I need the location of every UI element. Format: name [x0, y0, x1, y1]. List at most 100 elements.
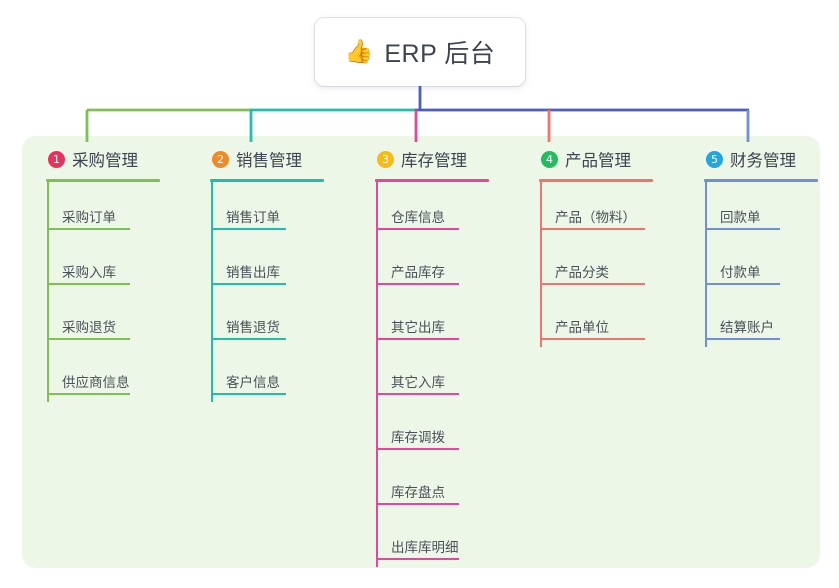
branch-title: 销售管理 [236, 152, 302, 170]
leaf-underline [706, 338, 780, 340]
leaf-spine [47, 292, 49, 347]
leaf-label: 其它出库 [391, 320, 445, 335]
leaf-underline [541, 228, 645, 230]
leaf-spine [211, 292, 213, 347]
branch-leaf-list: 回款单付款单结算账户 [692, 182, 839, 347]
leaf-label: 产品单位 [555, 320, 609, 335]
leaf-item[interactable]: 库存调拨 [363, 402, 523, 457]
branch-number-badge: 2 [212, 150, 229, 168]
leaf-label: 采购订单 [62, 210, 116, 225]
leaf-spine [540, 237, 542, 292]
leaf-underline [541, 283, 645, 285]
leaf-item[interactable]: 仓库信息 [363, 182, 523, 237]
leaf-label: 销售退货 [226, 320, 280, 335]
leaf-underline [377, 283, 459, 285]
leaf-label: 客户信息 [226, 375, 280, 390]
branch-number-badge: 3 [377, 150, 394, 168]
leaf-spine [376, 512, 378, 567]
branch-leaf-list: 仓库信息产品库存其它出库其它入库库存调拨库存盘点出库库明细 [363, 182, 523, 567]
leaf-label: 仓库信息 [391, 210, 445, 225]
branch-header-1[interactable]: 1 采购管理 [34, 146, 194, 172]
root-node[interactable]: 👍 ERP 后台 [315, 18, 525, 86]
leaf-item[interactable]: 销售出库 [198, 237, 358, 292]
leaf-item[interactable]: 回款单 [692, 182, 839, 237]
leaf-spine [47, 182, 49, 237]
leaf-label: 采购入库 [62, 265, 116, 280]
branch-underline [539, 179, 653, 182]
leaf-spine [211, 347, 213, 402]
leaf-item[interactable]: 产品库存 [363, 237, 523, 292]
leaf-spine [376, 347, 378, 402]
root-node-title: ERP 后台 [384, 40, 496, 68]
leaf-spine [376, 182, 378, 237]
leaf-label: 结算账户 [720, 320, 774, 335]
leaf-label: 付款单 [720, 265, 761, 280]
leaf-underline [212, 338, 286, 340]
leaf-underline [212, 228, 286, 230]
leaf-item[interactable]: 客户信息 [198, 347, 358, 402]
leaf-label: 供应商信息 [62, 375, 130, 390]
branches-panel [22, 136, 820, 568]
leaf-spine [376, 292, 378, 347]
leaf-underline [212, 283, 286, 285]
leaf-item[interactable]: 采购入库 [34, 237, 194, 292]
leaf-item[interactable]: 出库库明细 [363, 512, 523, 567]
thumbs-up-icon: 👍 [344, 38, 374, 65]
leaf-item[interactable]: 采购订单 [34, 182, 194, 237]
leaf-underline [541, 338, 645, 340]
leaf-underline [377, 393, 459, 395]
leaf-item[interactable]: 其它入库 [363, 347, 523, 402]
leaf-item[interactable]: 其它出库 [363, 292, 523, 347]
leaf-label: 产品库存 [391, 265, 445, 280]
branch-title: 采购管理 [72, 152, 138, 170]
leaf-underline [48, 393, 130, 395]
leaf-underline [48, 228, 130, 230]
leaf-underline [377, 338, 459, 340]
leaf-underline [706, 283, 780, 285]
branch-underline [704, 179, 818, 182]
leaf-spine [540, 292, 542, 347]
leaf-item[interactable]: 产品（物料） [527, 182, 687, 237]
branch-number-badge: 1 [48, 150, 65, 168]
leaf-spine [376, 457, 378, 512]
leaf-label: 库存调拨 [391, 430, 445, 445]
leaf-spine [376, 402, 378, 457]
leaf-label: 产品（物料） [555, 210, 636, 225]
branch-header-2[interactable]: 2 销售管理 [198, 146, 358, 172]
leaf-underline [377, 558, 459, 560]
branch-underline [210, 179, 324, 182]
leaf-item[interactable]: 产品分类 [527, 237, 687, 292]
leaf-item[interactable]: 付款单 [692, 237, 839, 292]
branch-title: 库存管理 [401, 152, 467, 170]
branch-leaf-list: 采购订单采购入库采购退货供应商信息 [34, 182, 194, 402]
leaf-item[interactable]: 供应商信息 [34, 347, 194, 402]
leaf-spine [376, 237, 378, 292]
leaf-item[interactable]: 销售订单 [198, 182, 358, 237]
leaf-underline [48, 283, 130, 285]
leaf-label: 出库库明细 [391, 540, 459, 555]
leaf-underline [377, 503, 459, 505]
branch-leaf-list: 产品（物料） 产品分类产品单位 [527, 182, 687, 347]
leaf-item[interactable]: 销售退货 [198, 292, 358, 347]
leaf-spine [47, 347, 49, 402]
leaf-underline [48, 338, 130, 340]
leaf-item[interactable]: 结算账户 [692, 292, 839, 347]
leaf-spine [47, 237, 49, 292]
branch-number-badge: 5 [706, 150, 723, 168]
leaf-label: 其它入库 [391, 375, 445, 390]
branch-underline [375, 179, 489, 182]
branch-header-3[interactable]: 3 库存管理 [363, 146, 523, 172]
branch-column-1: 1 采购管理采购订单采购入库采购退货供应商信息 [34, 146, 194, 402]
leaf-item[interactable]: 产品单位 [527, 292, 687, 347]
leaf-spine [211, 182, 213, 237]
branch-column-2: 2 销售管理销售订单销售出库销售退货客户信息 [198, 146, 358, 402]
branch-column-3: 3 库存管理仓库信息产品库存其它出库其它入库库存调拨库存盘点出库库明细 [363, 146, 523, 567]
leaf-item[interactable]: 库存盘点 [363, 457, 523, 512]
leaf-item[interactable]: 采购退货 [34, 292, 194, 347]
branch-title: 产品管理 [565, 152, 631, 170]
